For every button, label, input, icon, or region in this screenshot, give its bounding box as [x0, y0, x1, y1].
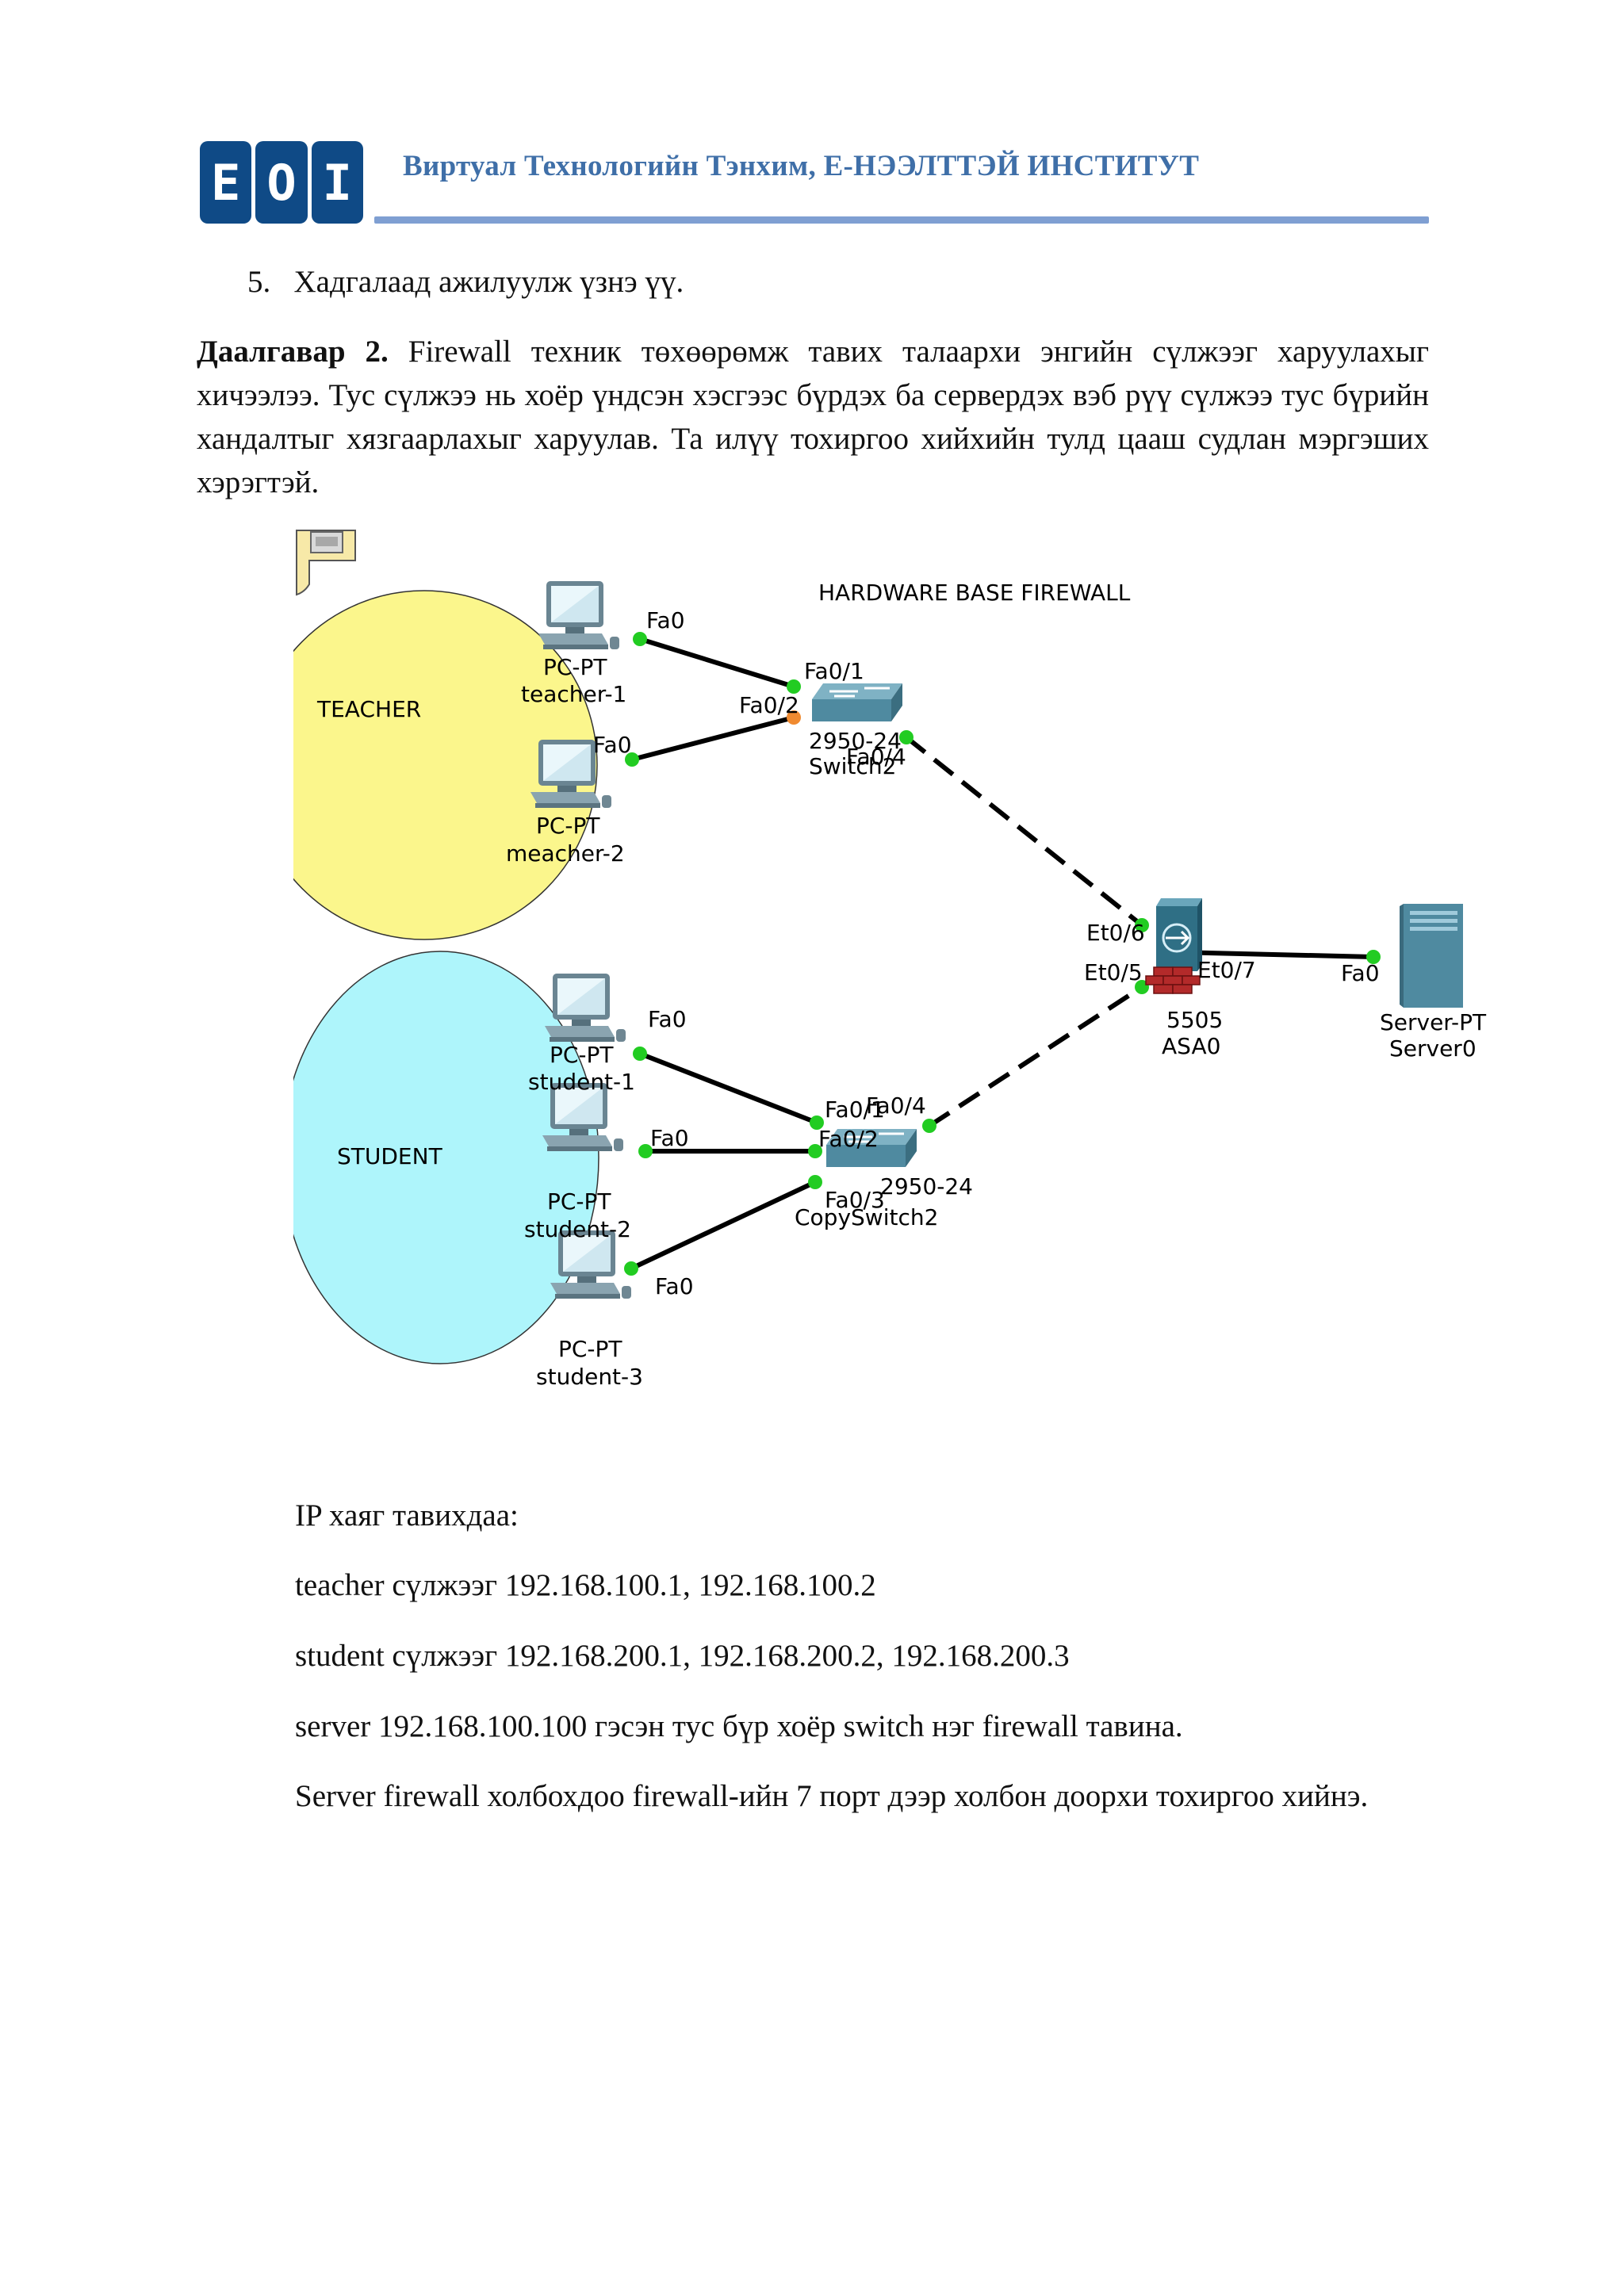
task-2-text: Firewall техник төхөөрөмж тавих талаархи… [197, 335, 1429, 499]
link-student3-copyswitch [630, 1180, 817, 1271]
switch-name-label: CopySwitch2 [795, 1204, 938, 1230]
student-zone-label: STUDENT [337, 1143, 443, 1169]
ip-student-line: student сүлжээг 192.168.200.1, 192.168.2… [295, 1639, 1070, 1673]
ip-note-paragraph: Server firewall холбохдоо firewall-ийн 7… [295, 1779, 1369, 1813]
task-2-label: Даалгавар 2. [197, 335, 389, 369]
port-label: Fa0 [648, 1006, 687, 1032]
port-label: Fa0/2 [739, 692, 799, 718]
port-light [808, 1144, 822, 1158]
pc-name-label: student-3 [536, 1364, 643, 1390]
server-icon[interactable] [1400, 904, 1463, 1008]
link-teacher1-switch [639, 637, 795, 689]
logo-letter-i: I [311, 141, 363, 224]
pc-name-label: meacher-2 [506, 840, 625, 867]
port-label: Et0/6 [1086, 920, 1145, 946]
network-diagram: HARDWARE BASE FIREWALL TEACHER STUDENT P… [293, 530, 1487, 1390]
pc-name-label: student-2 [524, 1216, 631, 1242]
link-meacher2-switch [631, 715, 795, 762]
switch-name-label: Switch2 [809, 753, 896, 779]
port-label: Fa0/3 [825, 1187, 885, 1213]
server-name-label: Server0 [1389, 1035, 1477, 1062]
teacher-zone [293, 590, 598, 940]
port-light [624, 1261, 638, 1276]
port-light [1135, 918, 1149, 932]
network-links [630, 637, 1374, 1271]
teacher-zone-label: TEACHER [316, 696, 421, 722]
port-label: Fa0 [593, 732, 632, 758]
port-light [1366, 950, 1381, 964]
port-light [638, 1144, 653, 1158]
firewall-name-label: ASA0 [1162, 1033, 1220, 1059]
port-light [633, 632, 647, 646]
port-label: Fa0 [655, 1273, 694, 1299]
diagram-labels: HARDWARE BASE FIREWALL TEACHER STUDENT P… [316, 580, 1487, 1390]
ip-section-title: IP хаяг тавихдаа: [295, 1498, 519, 1533]
port-light [922, 1119, 936, 1133]
port-label: Fa0/1 [825, 1096, 885, 1123]
port-label: Fa0 [1341, 960, 1380, 986]
pc-type-label: PC-PT [536, 813, 600, 839]
pc-name-label: student-1 [528, 1069, 635, 1095]
step-5-text: Хадгалаад ажилуулж үзнэ үү. [293, 265, 684, 299]
port-light [787, 679, 801, 694]
port-label: Fa0 [646, 607, 685, 633]
port-light [810, 1115, 824, 1130]
port-label: Fa0/4 [846, 744, 906, 770]
eoi-logo: E O I [200, 141, 363, 224]
link-copyswitch-asa [928, 985, 1143, 1128]
step-5: 5. Хадгалаад ажилуулж үзнэ үү. [247, 260, 684, 304]
port-label: Fa0/4 [866, 1093, 926, 1119]
pc-type-label: PC-PT [558, 1336, 622, 1362]
logo-letter-e: E [200, 141, 252, 224]
pc-student-1-icon[interactable] [545, 974, 626, 1042]
switch-model-label: 2950-24 [809, 728, 902, 754]
task-2-paragraph: Даалгавар 2. Firewall техник төхөөрөмж т… [197, 330, 1429, 504]
link-switch2-asa [905, 735, 1143, 928]
server-type-label: Server-PT [1380, 1009, 1487, 1035]
firewall-model-label: 5505 [1166, 1007, 1223, 1033]
port-light [899, 730, 914, 744]
port-label: Et0/7 [1197, 957, 1256, 983]
port-light [633, 1047, 647, 1061]
student-zone [293, 951, 599, 1364]
port-light-initializing [787, 710, 801, 725]
header-title: Виртуал Технологийн Тэнхим, Е-НЭЭЛТТЭЙ И… [403, 150, 1200, 182]
note-icon [296, 530, 356, 596]
pc-teacher-1-icon[interactable] [538, 581, 619, 649]
step-5-number: 5. [247, 265, 271, 299]
header-divider [374, 216, 1429, 224]
switch2-icon[interactable] [810, 682, 904, 723]
link-asa-server [1174, 950, 1374, 959]
pc-type-label: PC-PT [543, 654, 607, 680]
port-light [625, 752, 639, 767]
port-label: Fa0/1 [804, 658, 864, 684]
pc-name-label: teacher-1 [521, 681, 626, 707]
port-status-lights [624, 632, 1381, 1276]
diagram-title: HARDWARE BASE FIREWALL [818, 580, 1131, 606]
asa-firewall-icon[interactable] [1145, 898, 1202, 994]
port-light [808, 1175, 822, 1189]
link-student1-copyswitch [638, 1051, 818, 1125]
pc-type-label: PC-PT [550, 1042, 614, 1068]
ip-teacher-line: teacher сүлжээг 192.168.100.1, 192.168.1… [295, 1568, 876, 1602]
pc-type-label: PC-PT [547, 1188, 611, 1215]
switch-model-label: 2950-24 [880, 1173, 973, 1200]
port-label: Et0/5 [1084, 959, 1143, 985]
port-label: Fa0 [650, 1125, 689, 1151]
port-label: Fa0/2 [818, 1126, 879, 1152]
logo-letter-o: O [255, 141, 308, 224]
ip-server-line: server 192.168.100.100 гэсэн тус бүр хоё… [295, 1709, 1183, 1743]
